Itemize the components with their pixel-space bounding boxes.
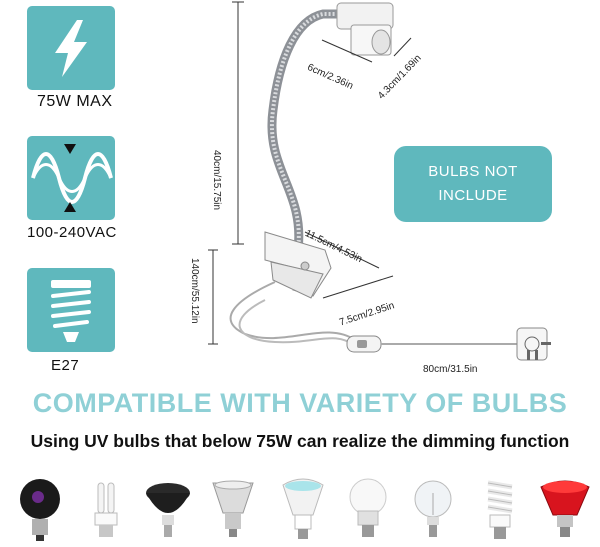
badge-line-2: INCLUDE xyxy=(438,187,508,204)
red-heat-bulb-icon xyxy=(540,480,590,537)
uvb-reflector-bulb-icon xyxy=(282,478,324,539)
e27-socket-icon xyxy=(27,268,115,352)
uv-blacklight-bulb-icon xyxy=(20,479,60,541)
spotlight-bulb-icon xyxy=(212,480,254,537)
ceramic-heat-emitter-icon xyxy=(146,483,190,537)
spiral-cfl-bulb-icon xyxy=(487,480,513,539)
clear-globe-bulb-icon xyxy=(414,480,452,537)
socket-type-label: E27 xyxy=(51,357,80,374)
arm-length-label: 40cm/15.75in xyxy=(211,150,222,211)
voltage-label: 100-240VAC xyxy=(27,224,117,241)
compatibility-headline: COMPATIBLE WITH VARIETY OF BULBS xyxy=(32,388,568,418)
led-bulb-icon xyxy=(349,478,387,537)
badge-line-1: BULBS NOT xyxy=(428,163,518,180)
cord-lower-length-label: 80cm/31.5in xyxy=(423,364,478,375)
max-wattage-label: 75W MAX xyxy=(37,93,113,110)
spiral-cfl-small-bulb-icon xyxy=(94,482,118,537)
sine-wave-icon xyxy=(27,136,115,220)
dimming-note: Using UV bulbs that below 75W can realiz… xyxy=(30,431,570,451)
lightning-icon xyxy=(27,6,115,90)
clip-lamp-illustration xyxy=(208,1,551,361)
cord-upper-length-label: 140cm/55.12in xyxy=(189,258,200,324)
bulbs-not-included-badge: BULBS NOT INCLUDE xyxy=(394,146,552,222)
